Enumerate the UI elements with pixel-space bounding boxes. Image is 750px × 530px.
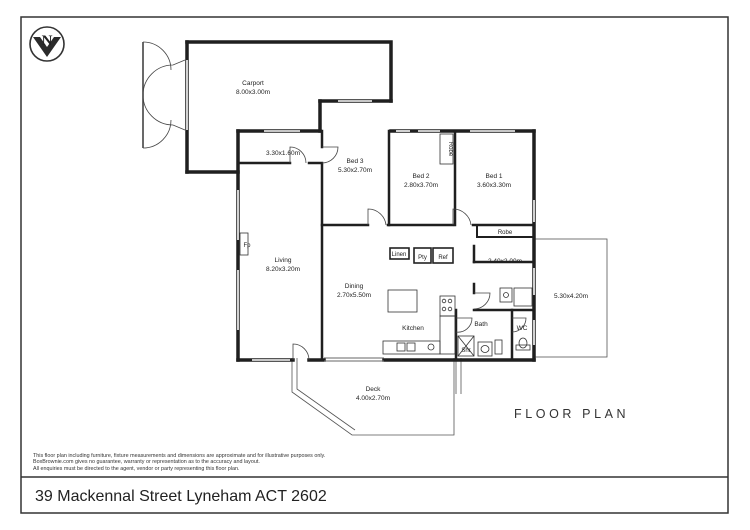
bath-name: Bath	[474, 321, 488, 328]
door-swings	[289, 146, 527, 361]
linen-cupboard	[389, 247, 410, 260]
floor-plan-title: FLOOR PLAN	[514, 407, 630, 421]
north-compass-icon: N	[29, 26, 65, 62]
bed1-name: Bed 1	[486, 173, 503, 180]
kitchen-fixtures	[382, 289, 456, 355]
property-address: 39 Mackennal Street Lyneham ACT 2602	[35, 488, 327, 505]
bed2-name: Bed 2	[413, 173, 430, 180]
fireplace-label: Fp	[243, 243, 251, 249]
bathroom-fixtures	[457, 335, 531, 357]
robe-bed1-label: Robe	[498, 230, 513, 236]
bed1-dims: 3.60x3.30m	[477, 182, 511, 189]
living-name: Living	[275, 257, 292, 264]
outdoor-dims: 5.30x4.20m	[554, 293, 588, 300]
compass-letter: N	[42, 33, 53, 49]
windows	[186, 60, 535, 361]
living-dims: 8.20x3.20m	[266, 266, 300, 273]
pantry-label: Pty	[418, 255, 427, 261]
disclaimer: This floor plan including furniture, fix…	[33, 453, 453, 472]
robe-bed2	[439, 133, 454, 165]
dining-dims: 2.70x5.50m	[337, 292, 371, 299]
sliding-door	[324, 357, 384, 362]
laundry-dims: 2.40x2.00m	[488, 258, 522, 265]
pantry	[413, 247, 432, 264]
fridge-label: Ref	[438, 255, 448, 261]
deck-outline	[291, 358, 455, 436]
laundry-fixtures	[499, 287, 533, 307]
fridge	[432, 247, 454, 264]
kitchen-name: Kitchen	[402, 325, 424, 332]
carport-dims: 8.00x3.00m	[236, 89, 270, 96]
carport-name: Carport	[242, 80, 264, 87]
entry-dims: 3.30x1.60m	[266, 150, 300, 157]
linen-label: Linen	[392, 252, 407, 258]
bed3-dims: 5.30x2.70m	[338, 167, 372, 174]
deck-dims: 4.00x2.70m	[356, 395, 390, 402]
fireplace	[239, 232, 249, 256]
robe-bed2-label: Robe	[447, 142, 453, 157]
dining-name: Dining	[345, 283, 364, 290]
disclaimer-line: All enquiries must be directed to the ag…	[33, 465, 240, 472]
carport-gate-icon	[142, 41, 186, 149]
bed3-name: Bed 3	[347, 158, 364, 165]
wc-name: WC	[517, 325, 528, 332]
disclaimer-line: BoxBrownie.com gives no guarantee, warra…	[33, 459, 260, 466]
disclaimer-line: This floor plan including furniture, fix…	[33, 453, 326, 459]
deck-name: Deck	[366, 386, 382, 393]
bed2-dims: 2.80x3.70m	[404, 182, 438, 189]
shower-label: Shr	[461, 348, 470, 354]
page-border	[20, 16, 729, 514]
